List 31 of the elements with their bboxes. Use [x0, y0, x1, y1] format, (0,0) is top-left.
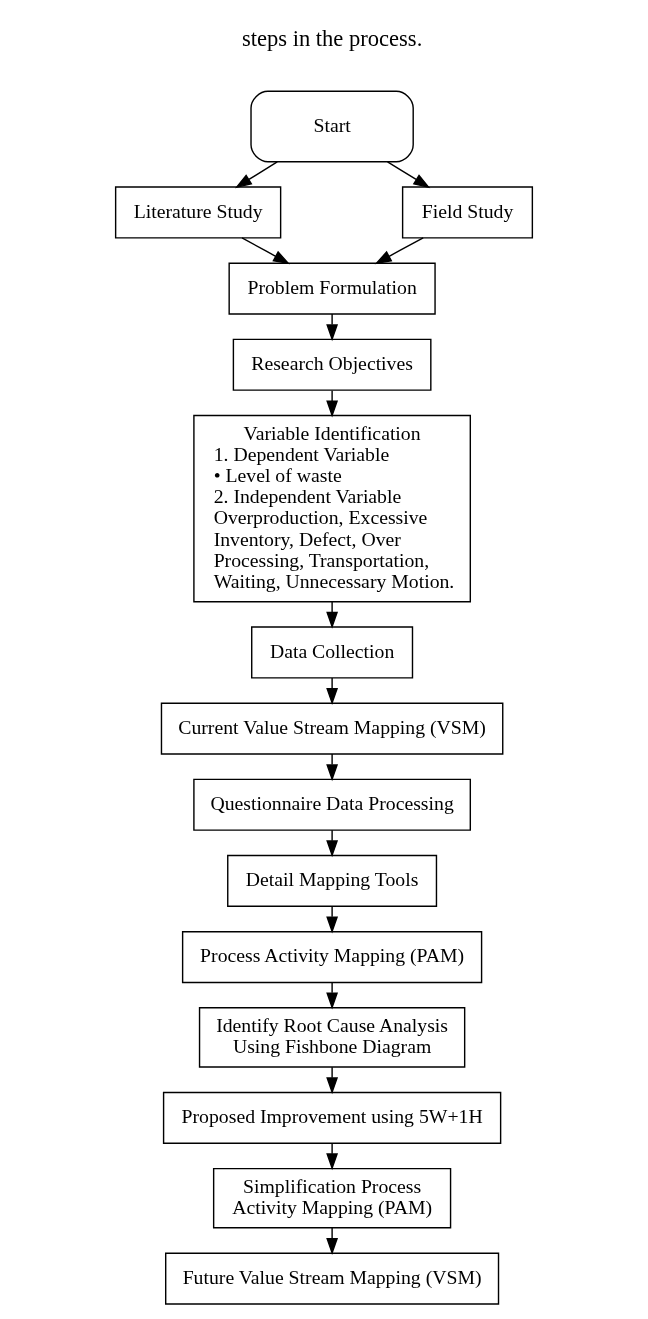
arrow: [234, 161, 278, 189]
node-box: Variable Identification 1. Dependent Variable • Level of waste 2. Independent Variable Overproduction, Excessive Inventory, Defect, Over Processing, Transportation, Waiting, Unnecessary Motion.: [193, 414, 471, 603]
arrow: [326, 1227, 339, 1255]
arrow: [241, 237, 290, 265]
arrow: [326, 905, 339, 934]
node-box: Process Activity Mapping (PAM): [181, 930, 483, 984]
arrow: [326, 601, 339, 629]
node-box: Research Objectives: [232, 338, 432, 391]
node-box: Questionnaire Data Processing: [193, 778, 471, 831]
arrow: [326, 981, 339, 1010]
arrow: [326, 390, 339, 418]
node-box: Future Value Stream Mapping (VSM): [165, 1252, 500, 1305]
node-box: Simplification Process Activity Mapping (PAM): [212, 1167, 452, 1229]
arrow: [326, 829, 339, 858]
arrow: [326, 753, 339, 782]
node-box: Literature Study: [114, 186, 282, 239]
arrow: [326, 1066, 339, 1095]
node-box: Problem Formulation: [228, 262, 436, 315]
label: steps in the process.: [241, 25, 423, 51]
node-box: Detail Mapping Tools: [227, 854, 438, 907]
arrow: [326, 1142, 339, 1171]
arrow: [386, 161, 431, 189]
node-box: Field Study: [401, 186, 534, 239]
node-box: Current Value Stream Mapping (VSM): [160, 702, 504, 755]
arrow: [326, 313, 339, 342]
arrow: [326, 677, 339, 705]
arrow: [374, 237, 424, 265]
node-box: Proposed Improvement using 5W+1H: [162, 1091, 502, 1144]
node-box: Start: [250, 90, 414, 163]
node-box: Identify Root Cause Analysis Using Fishbone Diagram: [198, 1007, 466, 1068]
node-box: Data Collection: [251, 626, 414, 679]
